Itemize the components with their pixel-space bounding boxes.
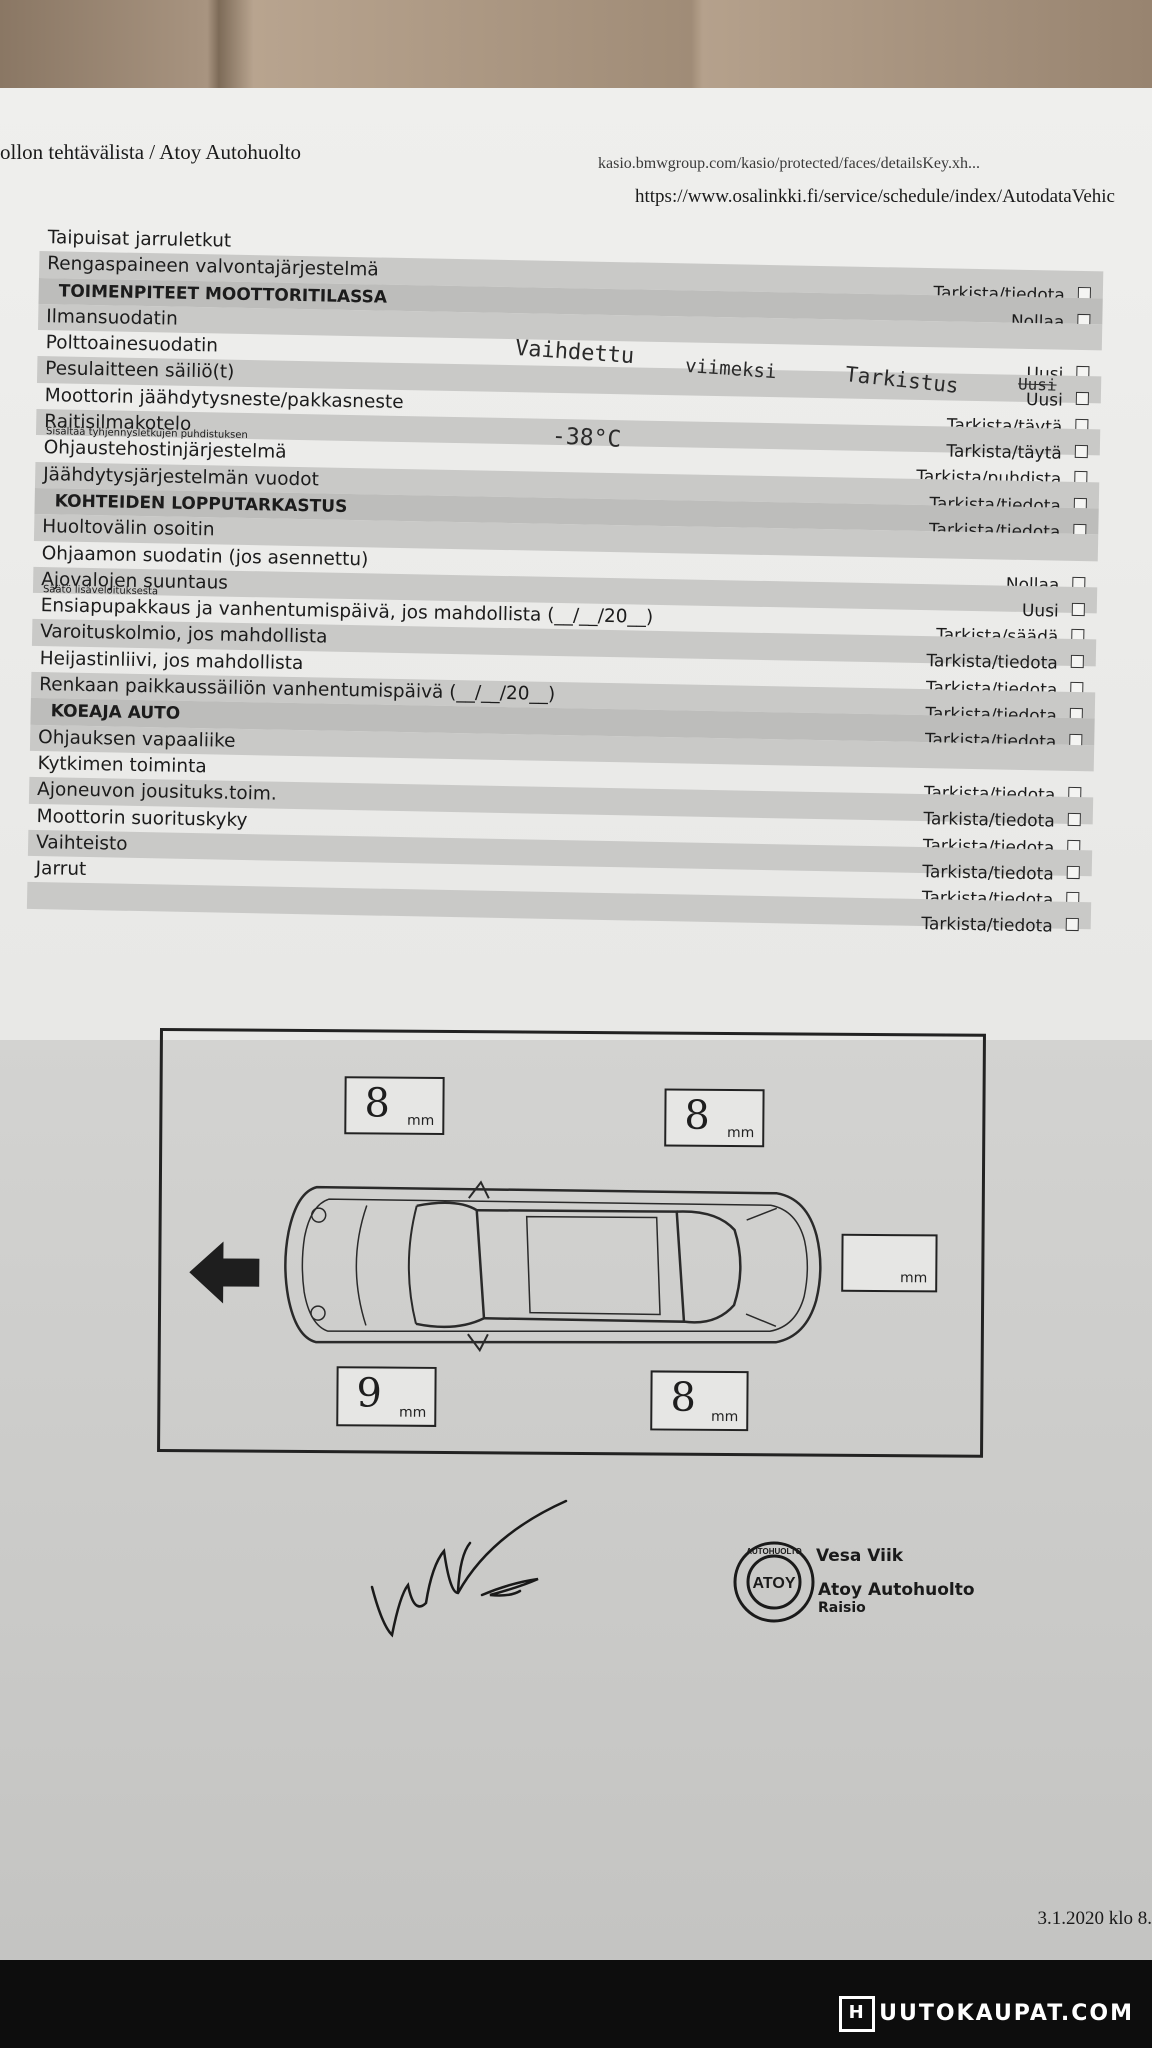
stamp-person-name: Vesa Viik — [816, 1546, 904, 1566]
row-label: Kytkimen toiminta — [37, 752, 207, 778]
row-label: Huoltovälin osoitin — [42, 516, 215, 541]
row-label: Vaihteisto — [35, 831, 128, 855]
row-label: Ohjauksen vapaaliike — [37, 726, 236, 752]
tyre-depth-unit: mm — [407, 1112, 435, 1129]
top-url: kasio.bmwgroup.com/kasio/protected/faces… — [598, 155, 980, 172]
row-label: Moottorin suorituskyky — [36, 805, 248, 831]
row-label: Polttoainesuodatin — [45, 332, 219, 357]
tyre-depth-unit: mm — [710, 1408, 739, 1426]
atoy-stamp-logo: ATOY AUTOHUOLTO — [733, 1541, 815, 1623]
tyre-depth-front-left-value: 8 — [364, 1080, 391, 1127]
row-label: Taipuisat jarruletkut — [47, 227, 232, 252]
tyre-depth-unit: mm — [398, 1404, 427, 1421]
watermark-logo-icon: H — [839, 1996, 876, 2032]
tyre-depth-front-right: 8 mm — [664, 1088, 765, 1148]
watermark-text: UUTOKAUPAT.COM — [879, 2001, 1134, 2026]
document-title: ollon tehtävälista / Atoy Autohuolto — [0, 140, 301, 164]
print-date: 3.1.2020 klo 8. — [1037, 1908, 1152, 1929]
tyre-depth-front-left: 8 mm — [344, 1076, 445, 1135]
photo-bottom-strip — [0, 1960, 1152, 2048]
stamp-logo-text: ATOY — [753, 1575, 796, 1592]
paper-lower-half — [0, 1040, 1152, 1960]
car-top-view-icon — [284, 1180, 822, 1353]
section-title: TOIMENPITEET MOOTTORITILASSA — [58, 280, 388, 308]
signature — [370, 1499, 568, 1638]
row-action: Tarkista/tiedota — [921, 914, 1053, 937]
tyre-depth-rear-left-value: 9 — [356, 1370, 383, 1417]
tyre-depth-unit: mm — [899, 1270, 928, 1287]
row-checkbox — [1065, 918, 1079, 932]
tyre-depth-unit: mm — [726, 1124, 755, 1142]
section-title: KOEAJA AUTO — [50, 701, 181, 725]
stamp-company: Atoy Autohuolto — [818, 1580, 975, 1600]
tyre-depth-rear-right-value: 8 — [670, 1374, 697, 1421]
tyre-depth-rear-right: 8 mm — [650, 1370, 749, 1432]
row-label: Ilmansuodatin — [46, 306, 178, 330]
stamp-ring-text: AUTOHUOLTO — [746, 1547, 802, 1556]
tyre-depth-rear-left: 9 mm — [336, 1366, 437, 1427]
tyre-tread-diagram: 8 mm 8 mm mm 9 mm 8 mm — [157, 1028, 986, 1458]
service-url: https://www.osalinkki.fi/service/schedul… — [635, 186, 1115, 207]
arrow-left-icon — [189, 1241, 260, 1304]
tyre-depth-spare: mm — [841, 1233, 938, 1293]
handwritten-coolant-temperature: -38°C — [551, 423, 622, 453]
struck-out-word: Uusi — [1017, 374, 1057, 395]
tyre-depth-front-right-value: 8 — [684, 1092, 711, 1139]
row-label: Jarrut — [35, 858, 87, 881]
stamp-location: Raisio — [818, 1600, 866, 1616]
section-title: KOHTEIDEN LOPPUTARKASTUS — [54, 491, 348, 517]
row-label: Pesulaitteen säiliö(t) — [45, 358, 235, 384]
